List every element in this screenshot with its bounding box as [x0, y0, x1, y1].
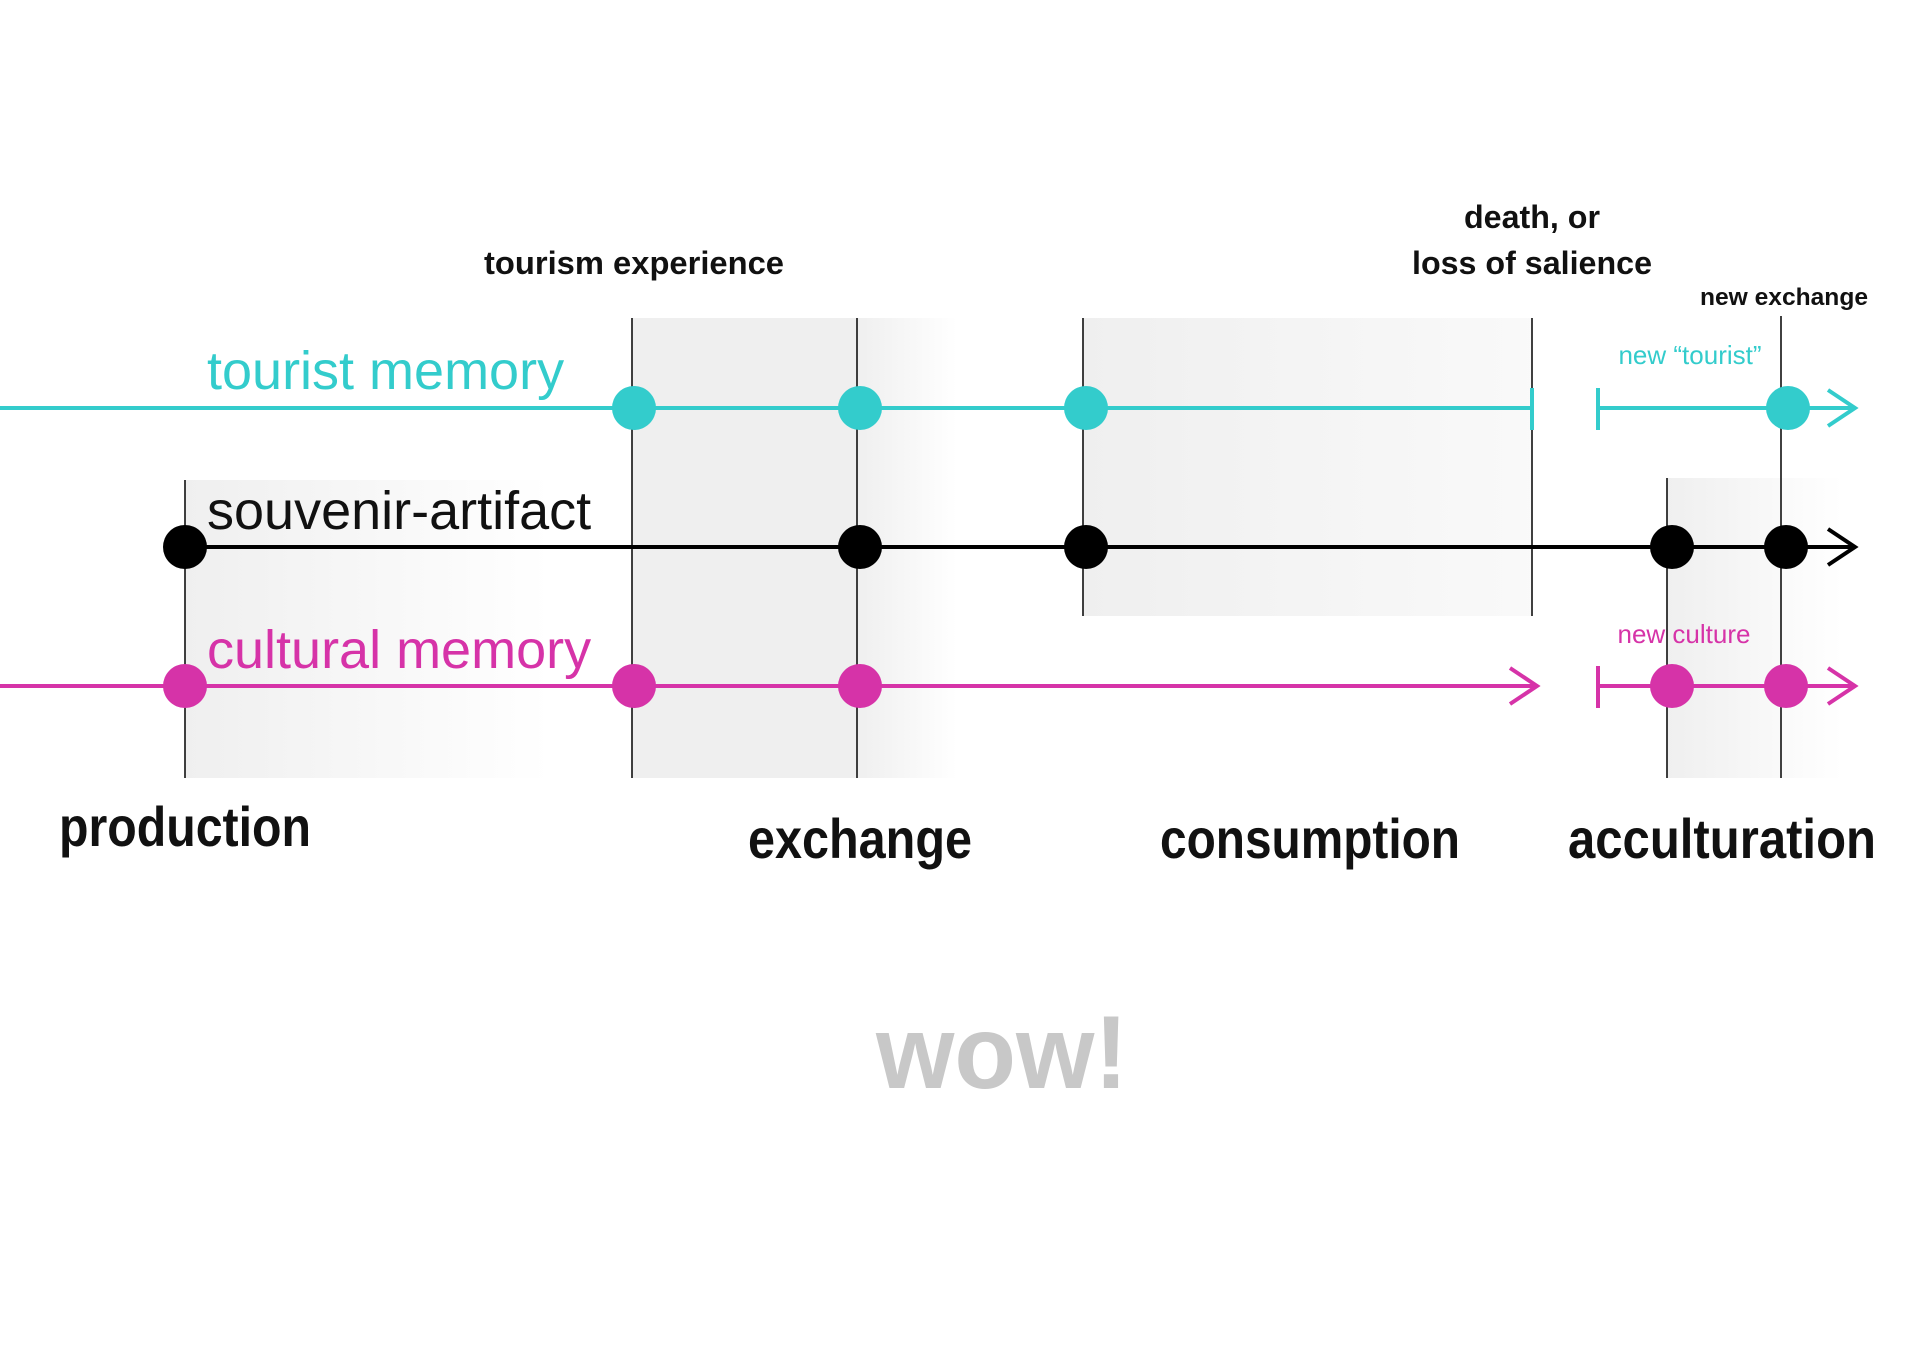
tourist-memory-label: tourist memory [207, 341, 564, 401]
cultural-memory-label: cultural memory [207, 620, 591, 680]
cultural-dots [163, 664, 1808, 708]
tourism-experience-label: tourism experience [484, 245, 784, 281]
cultural-dot-exchange [838, 664, 882, 708]
cultural-dot-acculturation [1650, 664, 1694, 708]
tourist-dot-exchange [838, 386, 882, 430]
artifact-arrowhead [1826, 527, 1859, 567]
consumption-shade [1083, 318, 1532, 616]
artifact-dots [163, 525, 1808, 569]
tourist-dot-new-exchange [1766, 386, 1810, 430]
tourist-dot-consumption [1064, 386, 1108, 430]
artifact-dot-acculturation [1650, 525, 1694, 569]
tourist-dots [612, 386, 1810, 430]
artifact-dot-new-exchange [1764, 525, 1808, 569]
cultural-dot-tourism-experience [612, 664, 656, 708]
wow-exclamation: wow! [875, 995, 1128, 1111]
stage-acculturation: acculturation [1568, 807, 1876, 870]
death-label-line1: death, or [1464, 199, 1600, 235]
new-culture-label: new culture [1618, 619, 1751, 649]
cultural-dot-new-exchange [1764, 664, 1808, 708]
stage-consumption: consumption [1160, 807, 1460, 870]
cultural-dot-production [163, 664, 207, 708]
artifact-dot-exchange [838, 525, 882, 569]
stage-exchange: exchange [748, 807, 972, 870]
artifact-dot-consumption [1064, 525, 1108, 569]
souvenir-artifact-track [185, 527, 1859, 567]
new-tourist-label: new “tourist” [1618, 340, 1761, 370]
death-label-line2: loss of salience [1412, 245, 1652, 281]
tourist-arrowhead [1826, 388, 1859, 428]
souvenir-artifact-label: souvenir-artifact [207, 481, 591, 541]
acculturation-shade [1667, 478, 1842, 778]
new-exchange-label: new exchange [1700, 284, 1868, 311]
stage-production: production [59, 795, 311, 858]
artifact-dot-production [163, 525, 207, 569]
cultural-memory-track [0, 666, 1859, 708]
cultural-arrowhead [1826, 666, 1859, 706]
cultural-break-arrowhead [1508, 666, 1541, 706]
tourist-memory-track [0, 388, 1859, 430]
tourist-dot-tourism-experience [612, 386, 656, 430]
production-shade [185, 480, 550, 778]
